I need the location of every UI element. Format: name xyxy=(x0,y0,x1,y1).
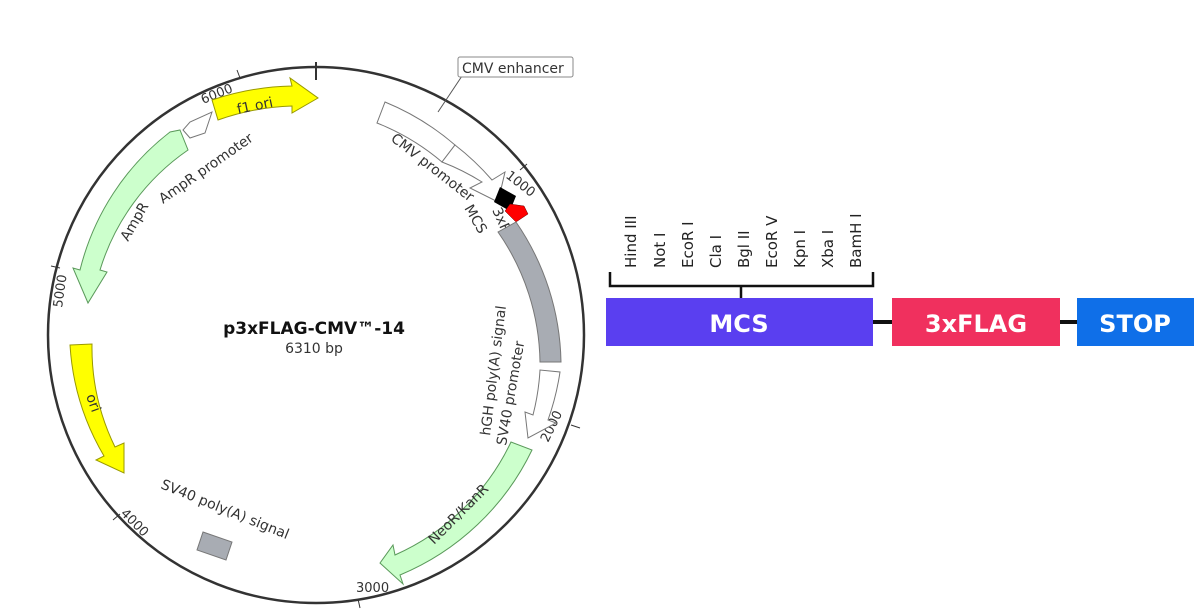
f1-ori-arrow xyxy=(211,76,319,121)
site-cla-i: Cla I xyxy=(707,235,725,268)
site-bgl-ii: Bgl II xyxy=(735,230,753,268)
tick-3000: 3000 xyxy=(356,581,389,596)
sv40-promoter-arrow xyxy=(524,369,561,439)
site-kpn-i: Kpn I xyxy=(791,230,809,268)
ori-label: ori xyxy=(82,392,103,415)
flag-box xyxy=(892,298,1060,346)
site-hind-iii: Hind III xyxy=(622,215,640,268)
stop-box xyxy=(1077,298,1194,346)
ori-arrow xyxy=(69,343,125,474)
mcs-box-label: MCS xyxy=(709,310,768,338)
hgh-polya-block xyxy=(497,221,562,363)
mcs-box xyxy=(606,298,873,346)
mcs-sites: Hind III Not I EcoR I Cla I Bgl II EcoR … xyxy=(622,213,865,268)
site-bamh-i: BamH I xyxy=(847,213,865,268)
site-ecor-v: EcoR V xyxy=(763,215,781,268)
site-not-i: Not I xyxy=(651,233,669,268)
site-xba-i: Xba I xyxy=(819,230,837,268)
tick-5000: 5000 xyxy=(51,274,70,309)
neor-arrow xyxy=(379,441,533,586)
mcs-bracket xyxy=(608,272,875,298)
tick-4000: 4000 xyxy=(117,506,151,540)
stop-box-label: STOP xyxy=(1099,310,1171,338)
cmv-enhancer-leader xyxy=(437,75,463,113)
plasmid-size: 6310 bp xyxy=(285,341,343,357)
flag-box-label: 3xFLAG xyxy=(925,310,1027,338)
ampr-promoter-arrow xyxy=(182,111,213,139)
cmv-enhancer-label: CMV enhancer xyxy=(462,61,564,77)
position-ticks xyxy=(50,69,581,609)
site-ecor-i: EcoR I xyxy=(679,221,697,268)
sv40-polya-label: SV40 poly(A) signal xyxy=(159,477,292,543)
ampr-arrow xyxy=(72,129,189,305)
flag-arrow xyxy=(504,203,529,223)
f1-ori-label: f1 ori xyxy=(236,95,275,118)
sv40-polya-block xyxy=(196,531,233,561)
cmv-enhancer-label-box xyxy=(457,56,574,78)
plasmid-name: p3xFLAG-CMV™-14 xyxy=(223,319,405,339)
mcs-label: MCS xyxy=(461,202,490,237)
cmv-promoter-arrow xyxy=(441,144,506,203)
